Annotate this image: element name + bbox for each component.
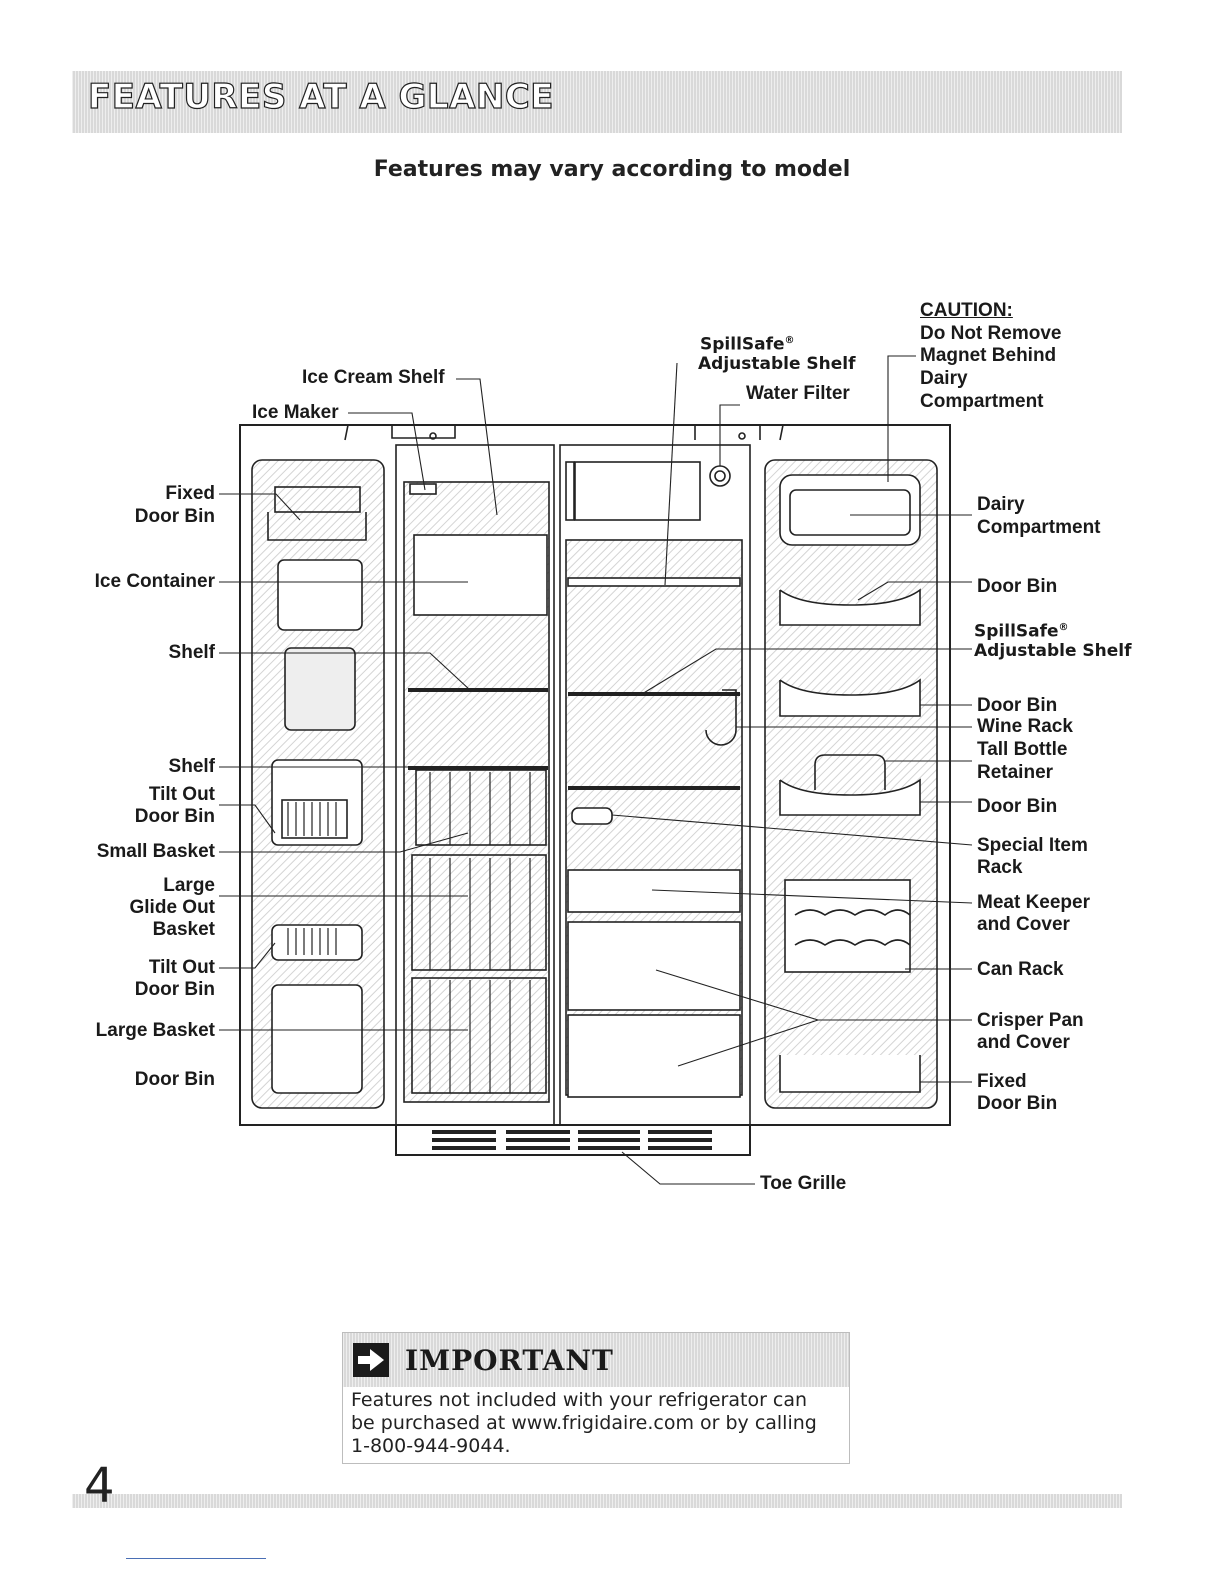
label-caution-2: Magnet Behind <box>920 345 1057 366</box>
ice-maker <box>409 483 437 495</box>
label-toe-grille: Toe Grille <box>760 1173 847 1194</box>
left-hinge <box>344 424 456 441</box>
label-can-rack: Can Rack <box>977 959 1064 980</box>
label-tilt-out-1b: Door Bin <box>134 806 215 827</box>
label-tall-bottle-1: Tall Bottle <box>977 739 1068 760</box>
label-fixed-door-bin-r1: Fixed <box>977 1071 1027 1092</box>
label-crisper-2: and Cover <box>977 1032 1070 1053</box>
label-ice-container: Ice Container <box>94 571 215 592</box>
label-spillsafe-right: SpillSafe® <box>974 621 1069 642</box>
arrow-right-icon <box>353 1343 389 1377</box>
water-filter-housing <box>574 461 701 521</box>
water-filter <box>709 465 731 487</box>
label-caution-3: Dairy <box>920 368 968 389</box>
label-meat-keeper-1: Meat Keeper <box>977 892 1090 913</box>
label-caution-title: CAUTION: <box>920 300 1013 321</box>
page-number: 4 <box>84 1458 115 1514</box>
crisper-pan-2 <box>567 1014 741 1098</box>
label-tilt-out-2a: Tilt Out <box>148 957 215 978</box>
header-band: FEATURES AT A GLANCE <box>72 71 1122 133</box>
label-water-filter: Water Filter <box>746 383 850 404</box>
label-tilt-out-2b: Door Bin <box>134 979 215 1000</box>
label-meat-keeper-2: and Cover <box>977 914 1070 935</box>
label-dairy-1: Dairy <box>977 494 1025 515</box>
label-ice-maker: Ice Maker <box>252 402 339 423</box>
label-door-bin-r2: Door Bin <box>977 695 1058 716</box>
important-text: Features not included with your refriger… <box>351 1389 817 1457</box>
label-shelf-2: Shelf <box>168 756 215 777</box>
label-special-item-1: Special Item <box>977 835 1088 856</box>
label-door-bin-r3: Door Bin <box>977 796 1058 817</box>
wine-rack <box>705 689 737 746</box>
label-large-basket: Large Basket <box>95 1020 215 1041</box>
label-tall-bottle-2: Retainer <box>977 762 1054 783</box>
label-fixed-door-bin-r2: Door Bin <box>977 1093 1058 1114</box>
freezer-compartment <box>395 444 555 1126</box>
crisper-pan-1 <box>567 921 741 1011</box>
small-basket <box>415 769 547 846</box>
label-caution-4: Compartment <box>920 391 1044 412</box>
label-large-glide-2: Glide Out <box>129 897 216 918</box>
label-shelf-1: Shelf <box>168 642 215 663</box>
left-bin-1 <box>267 512 367 541</box>
footer-underline <box>126 1558 266 1559</box>
meat-keeper <box>567 869 741 913</box>
label-dairy-2: Compartment <box>977 517 1101 538</box>
glide-out-basket <box>411 854 547 971</box>
label-tilt-out-1a: Tilt Out <box>148 784 215 805</box>
right-hinge <box>694 424 784 441</box>
footer-band <box>72 1494 1122 1508</box>
label-crisper-1: Crisper Pan <box>977 1010 1084 1031</box>
fresh-food-door <box>764 459 938 1109</box>
can-rack <box>784 879 911 973</box>
label-wine-rack: Wine Rack <box>977 716 1073 737</box>
fresh-food-compartment <box>559 444 751 1126</box>
toe-grille-slots <box>432 1130 712 1150</box>
label-door-bin-r1: Door Bin <box>977 576 1058 597</box>
label-fixed-door-bin-2: Door Bin <box>134 506 215 527</box>
label-fixed-door-bin-1: Fixed <box>165 483 215 504</box>
important-header: IMPORTANT <box>343 1333 849 1387</box>
label-special-item-2: Rack <box>977 857 1023 878</box>
label-ice-cream-shelf: Ice Cream Shelf <box>302 367 445 388</box>
label-large-glide-1: Large <box>163 875 215 896</box>
label-small-basket: Small Basket <box>96 841 215 862</box>
tall-bottle-retainer <box>814 754 886 790</box>
label-large-glide-3: Basket <box>152 919 215 940</box>
label-spillsafe-top: SpillSafe® <box>700 334 795 355</box>
label-spillsafe-right-2: Adjustable Shelf <box>974 641 1132 661</box>
important-note: IMPORTANT Features not included with you… <box>342 1332 850 1464</box>
subtitle: Features may vary according to model <box>373 157 851 182</box>
page-title: FEATURES AT A GLANCE <box>87 76 555 117</box>
ice-container <box>413 534 548 616</box>
label-caution-1: Do Not Remove <box>920 323 1062 344</box>
large-basket <box>411 977 547 1094</box>
dairy-compartment <box>779 474 921 546</box>
important-title: IMPORTANT <box>405 1344 614 1377</box>
label-spillsafe-top-2: Adjustable Shelf <box>698 354 856 374</box>
special-item-rack <box>571 807 613 825</box>
label-door-bin-left: Door Bin <box>134 1069 215 1090</box>
